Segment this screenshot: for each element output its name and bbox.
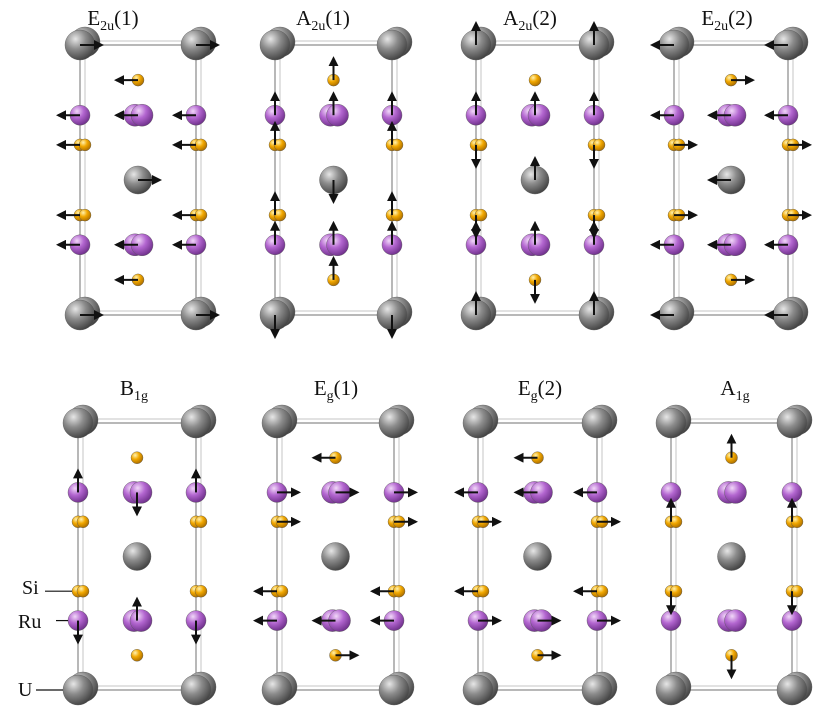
u-atom — [378, 674, 410, 706]
ru-atom — [724, 481, 747, 504]
unit-cell-frame — [79, 44, 197, 316]
si-atom — [275, 585, 289, 598]
panel-a1g — [655, 404, 813, 706]
ru-atom — [129, 609, 153, 632]
si-atom — [130, 649, 144, 662]
u-atom — [122, 542, 152, 571]
panel-a2u-1 — [259, 26, 413, 339]
unit-cell-frame — [276, 422, 395, 691]
unit-cell-frame — [477, 422, 598, 691]
si-atom — [595, 585, 609, 598]
mode-title-e2u-2: E2u(2) — [701, 6, 753, 34]
ru-atom — [660, 610, 682, 631]
legend-label-si: Si — [22, 577, 39, 599]
mode-title-b1g: B1g — [119, 376, 149, 404]
u-atom — [376, 29, 408, 61]
u-atom — [523, 542, 552, 571]
u-atom — [378, 407, 410, 439]
si-atom — [130, 451, 144, 464]
panel-e2u-1 — [56, 26, 220, 331]
ru-atom — [527, 233, 551, 257]
u-atom — [321, 542, 350, 571]
ru-atom — [781, 610, 803, 631]
unit-cell-frame — [475, 44, 595, 316]
u-atom — [581, 407, 613, 439]
mode-title-eg-1: Eg(1) — [313, 376, 359, 404]
ru-atom — [781, 482, 803, 503]
u-atom — [261, 674, 293, 706]
u-atom — [62, 407, 94, 439]
u-atom — [180, 407, 212, 439]
u-atom — [776, 407, 808, 439]
mode-title-eg-2: Eg(2) — [517, 376, 563, 404]
mode-title-a2u-2: A2u(2) — [503, 6, 557, 34]
ru-atom — [326, 233, 349, 257]
u-atom — [462, 674, 494, 706]
unit-cell-back-frame — [482, 418, 603, 687]
si-atom — [78, 138, 92, 152]
panel-b1g — [62, 404, 217, 706]
u-atom — [180, 674, 212, 706]
u-atom — [62, 674, 94, 706]
u-atom — [655, 407, 687, 439]
si-atom — [194, 585, 208, 598]
si-atom — [476, 585, 490, 598]
ru-atom — [129, 481, 153, 504]
unit-cell-frame — [670, 422, 793, 691]
ru-atom — [724, 609, 747, 632]
unit-cell-back-frame — [82, 418, 202, 687]
si-atom — [76, 515, 90, 528]
panel-e2u-2 — [650, 26, 812, 331]
unit-cell-back-frame — [279, 40, 398, 312]
unit-cell-back-frame — [675, 418, 798, 687]
panel-eg-1 — [253, 404, 418, 706]
unit-cell-frame — [77, 422, 197, 691]
unit-cell-frame — [673, 44, 789, 316]
si-atom — [194, 208, 208, 222]
si-atom — [528, 73, 542, 87]
ru-atom — [660, 482, 682, 503]
unit-cell-frame — [274, 44, 393, 316]
legend-label-u: U — [18, 679, 33, 701]
unit-cell-back-frame — [480, 40, 600, 312]
si-atom — [78, 208, 92, 222]
u-atom — [655, 674, 687, 706]
u-atom — [717, 542, 746, 571]
si-atom — [76, 585, 90, 598]
u-atom — [462, 407, 494, 439]
u-atom — [259, 29, 291, 61]
ru-atom — [326, 103, 349, 127]
si-atom — [392, 585, 406, 598]
u-atom — [581, 674, 613, 706]
si-atom — [194, 515, 208, 528]
legend-label-ru: Ru — [18, 611, 42, 633]
mode-title-e2u-1: E2u(1) — [87, 6, 139, 34]
u-atom — [261, 407, 293, 439]
mode-title-a2u-1: A2u(1) — [296, 6, 350, 34]
panel-eg-2 — [454, 404, 621, 706]
panel-a2u-2 — [460, 21, 615, 331]
unit-cell-back-frame — [84, 40, 202, 312]
unit-cell-back-frame — [678, 40, 794, 312]
si-atom — [194, 138, 208, 152]
u-atom — [776, 674, 808, 706]
ru-atom — [527, 103, 551, 127]
mode-title-a1g: A1g — [720, 376, 750, 404]
unit-cell-back-frame — [281, 418, 400, 687]
